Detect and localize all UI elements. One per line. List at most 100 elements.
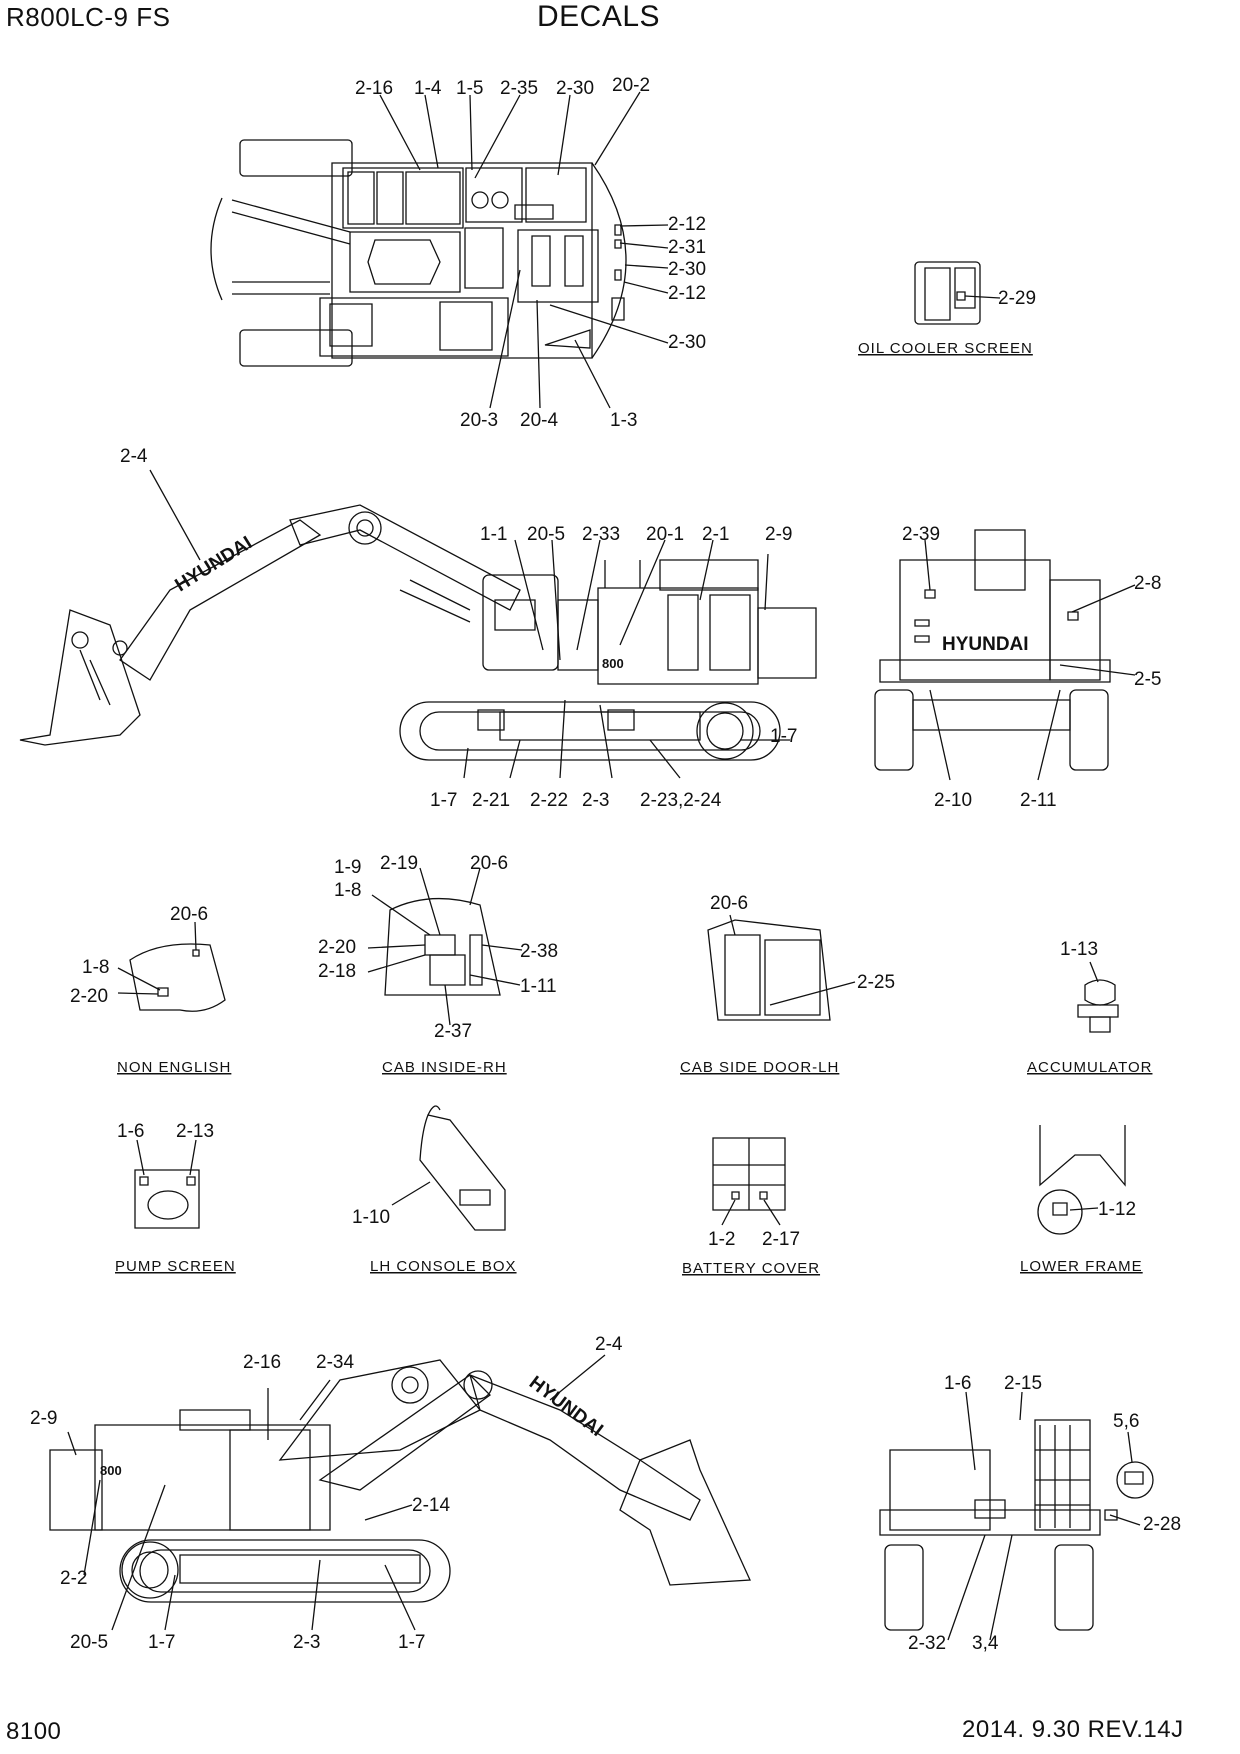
callout: 2-25 xyxy=(857,972,895,993)
callout: 1-7 xyxy=(770,726,797,747)
accumulator-leader xyxy=(1090,962,1098,982)
lower-frame-leader xyxy=(1070,1208,1098,1210)
model-badge-right: 800 xyxy=(100,1463,122,1478)
callout: 1-2 xyxy=(708,1229,735,1250)
callout: 1-6 xyxy=(944,1373,971,1394)
callout: 20-5 xyxy=(527,524,565,545)
callout: 2-17 xyxy=(762,1229,800,1250)
callout: 20-3 xyxy=(460,410,498,431)
callout: 1-12 xyxy=(1098,1199,1136,1220)
callout: 2-5 xyxy=(1134,669,1161,690)
callout: 2-22 xyxy=(530,790,568,811)
right-side-excavator: 800 HYUNDAI xyxy=(50,1360,750,1602)
rear-brand-text: HYUNDAI xyxy=(942,634,1029,655)
boom-brand-text-left: HYUNDAI xyxy=(172,533,257,597)
non-english-drawing xyxy=(130,944,225,1011)
caption-non-english: NON ENGLISH xyxy=(117,1059,231,1076)
accumulator-drawing xyxy=(1078,980,1118,1032)
callout: 1-7 xyxy=(398,1632,425,1653)
callout: 2-1 xyxy=(702,524,729,545)
callout: 2-13 xyxy=(176,1121,214,1142)
callout: 1-13 xyxy=(1060,939,1098,960)
right-side-leaders xyxy=(68,1355,605,1630)
callout: 2-4 xyxy=(595,1334,623,1355)
left-side-leaders xyxy=(150,470,790,778)
cab-door-drawing xyxy=(708,920,830,1020)
page-number: 8100 xyxy=(6,1718,62,1745)
callout: 1-7 xyxy=(430,790,457,811)
pump-screen-leaders xyxy=(137,1140,196,1175)
console-leader xyxy=(392,1182,430,1205)
callout: 2-12 xyxy=(668,283,706,304)
callout: 1-5 xyxy=(456,78,483,99)
callout: 20-4 xyxy=(520,410,558,431)
callout: 2-3 xyxy=(293,1632,320,1653)
callout: 2-18 xyxy=(318,961,356,982)
callout: 2-38 xyxy=(520,941,558,962)
callout: 2-20 xyxy=(70,986,108,1007)
callout: 1-9 xyxy=(334,857,361,878)
callout: 1-7 xyxy=(148,1632,175,1653)
oil-cooler-drawing xyxy=(915,262,980,324)
non-english-leaders xyxy=(118,922,196,994)
model-badge-left: 800 xyxy=(602,656,624,671)
top-view-leaders xyxy=(380,92,668,408)
callout: 20-6 xyxy=(470,853,508,874)
callout: 2-11 xyxy=(1020,790,1057,811)
callout: 2-33 xyxy=(582,524,620,545)
caption-lh-console-box: LH CONSOLE BOX xyxy=(370,1258,517,1275)
revision-date: 2014. 9.30 REV.14J xyxy=(962,1716,1184,1743)
callout: 2-19 xyxy=(380,853,418,874)
callout: 2-2 xyxy=(60,1568,87,1589)
callout: 2-12 xyxy=(668,214,706,235)
boom-brand-text-right: HYUNDAI xyxy=(525,1372,607,1441)
callout: 2-20 xyxy=(318,937,356,958)
model-number: R800LC-9 FS xyxy=(6,2,171,32)
left-side-excavator: HYUNDAI 800 xyxy=(20,505,816,760)
callout: 1-8 xyxy=(82,957,109,978)
callout: 20-1 xyxy=(646,524,684,545)
callout: 5,6 xyxy=(1113,1411,1139,1432)
callout: 2-3 xyxy=(582,790,609,811)
callout: 2-23,2-24 xyxy=(640,790,722,811)
callout: 1-1 xyxy=(480,524,507,545)
callout: 1-4 xyxy=(414,78,442,99)
callout: 1-8 xyxy=(334,880,361,901)
caption-oil-cooler-screen: OIL COOLER SCREEN xyxy=(858,340,1033,357)
callout: 2-21 xyxy=(472,790,510,811)
callout: 2-30 xyxy=(668,259,706,280)
lower-frame-drawing xyxy=(1038,1125,1125,1234)
callout: 1-3 xyxy=(610,410,637,431)
callout: 3,4 xyxy=(972,1633,999,1654)
cab-door-leaders xyxy=(730,915,855,1005)
callout: 2-15 xyxy=(1004,1373,1042,1394)
caption-cab-side-door-lh: CAB SIDE DOOR-LH xyxy=(680,1059,839,1076)
callout: 2-31 xyxy=(668,237,706,258)
callout: 2-4 xyxy=(120,446,148,467)
callout: 2-9 xyxy=(30,1408,57,1429)
console-drawing xyxy=(420,1106,505,1230)
callout: 2-39 xyxy=(902,524,940,545)
callout: 1-11 xyxy=(520,976,557,997)
battery-cover-leaders xyxy=(722,1200,780,1225)
callout: 20-5 xyxy=(70,1632,108,1653)
callout: 2-35 xyxy=(500,78,538,99)
callout: 2-10 xyxy=(934,790,972,811)
callout: 2-34 xyxy=(316,1352,354,1373)
callout: 20-6 xyxy=(170,904,208,925)
caption-accumulator: ACCUMULATOR xyxy=(1027,1059,1152,1076)
callout: 2-9 xyxy=(765,524,792,545)
cab-inside-leaders xyxy=(368,868,522,1025)
pump-screen-drawing xyxy=(135,1170,199,1228)
callout: 2-28 xyxy=(1143,1514,1181,1535)
rear-view-drawing: HYUNDAI xyxy=(875,530,1110,770)
caption-cab-inside-rh: CAB INSIDE-RH xyxy=(382,1059,507,1076)
rear-view-leaders xyxy=(925,540,1135,780)
page-title: DECALS xyxy=(537,0,661,33)
front-view-leaders xyxy=(948,1392,1140,1640)
caption-pump-screen: PUMP SCREEN xyxy=(115,1258,236,1275)
battery-cover-drawing xyxy=(713,1138,785,1210)
callout: 2-16 xyxy=(355,78,393,99)
callout: 2-29 xyxy=(998,288,1036,309)
